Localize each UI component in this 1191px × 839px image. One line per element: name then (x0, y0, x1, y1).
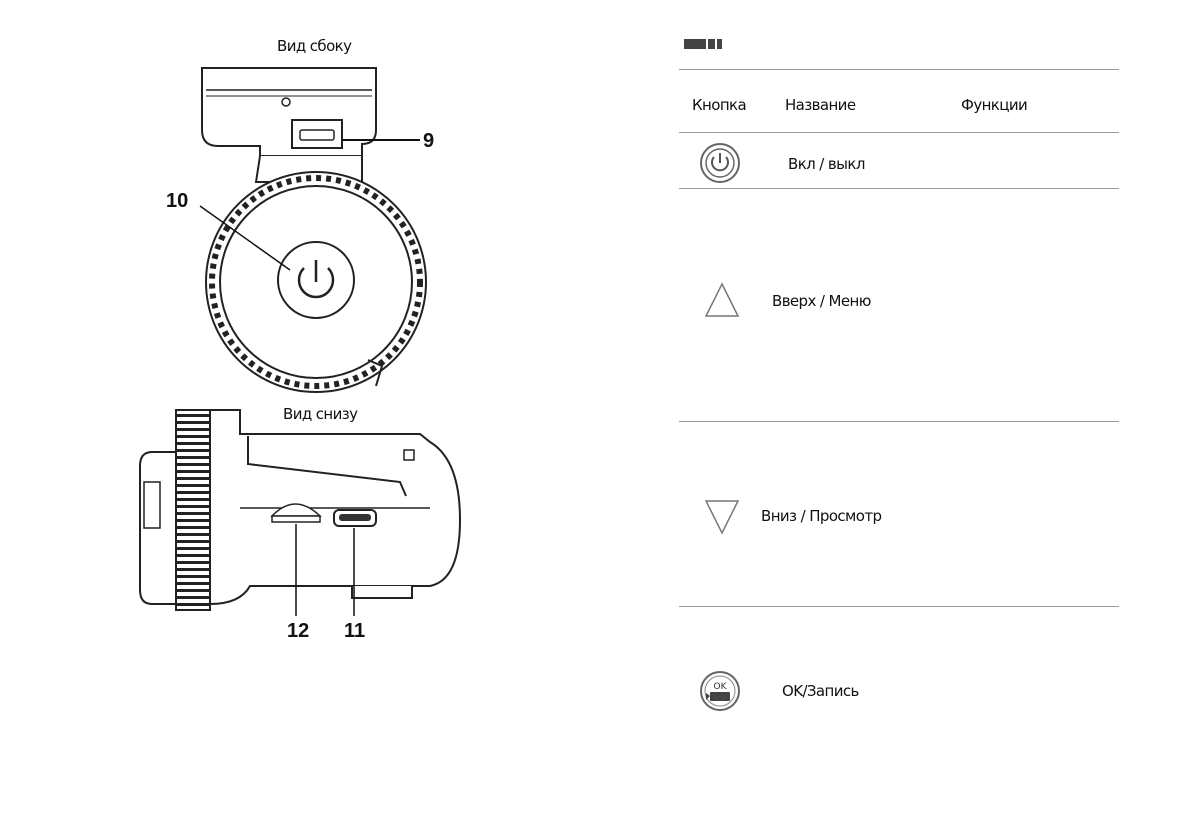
row-name-power: Вкл / выкл (788, 155, 865, 173)
table-header-rule (679, 132, 1119, 133)
svg-text:OK: OK (714, 682, 728, 692)
power-button-icon (700, 143, 740, 183)
callout-9: 9 (423, 130, 435, 152)
callout-11: 11 (344, 620, 366, 642)
callout-10: 10 (166, 190, 189, 212)
row-rule-2 (679, 421, 1119, 422)
ok-record-icon: OK (700, 671, 740, 711)
bottom-view-illustration (139, 409, 462, 616)
side-view-title: Вид сбоку (277, 37, 352, 55)
section-marker (684, 39, 722, 49)
row-rule-3 (679, 606, 1119, 607)
row-rule-1 (679, 188, 1119, 189)
callout-12: 12 (287, 620, 310, 642)
down-triangle-icon (704, 500, 740, 535)
row-name-down-view: Вниз / Просмотр (761, 507, 882, 525)
row-name-up-menu: Вверх / Меню (772, 292, 871, 310)
header-button: Кнопка (692, 96, 747, 114)
table-top-rule (679, 69, 1119, 70)
bottom-view-title: Вид снизу (283, 405, 358, 423)
header-name: Название (785, 96, 856, 114)
side-view-illustration (199, 67, 427, 393)
up-triangle-icon (704, 282, 740, 317)
row-name-ok-record: OK/Запись (782, 682, 859, 700)
header-functions: Функции (961, 96, 1028, 114)
